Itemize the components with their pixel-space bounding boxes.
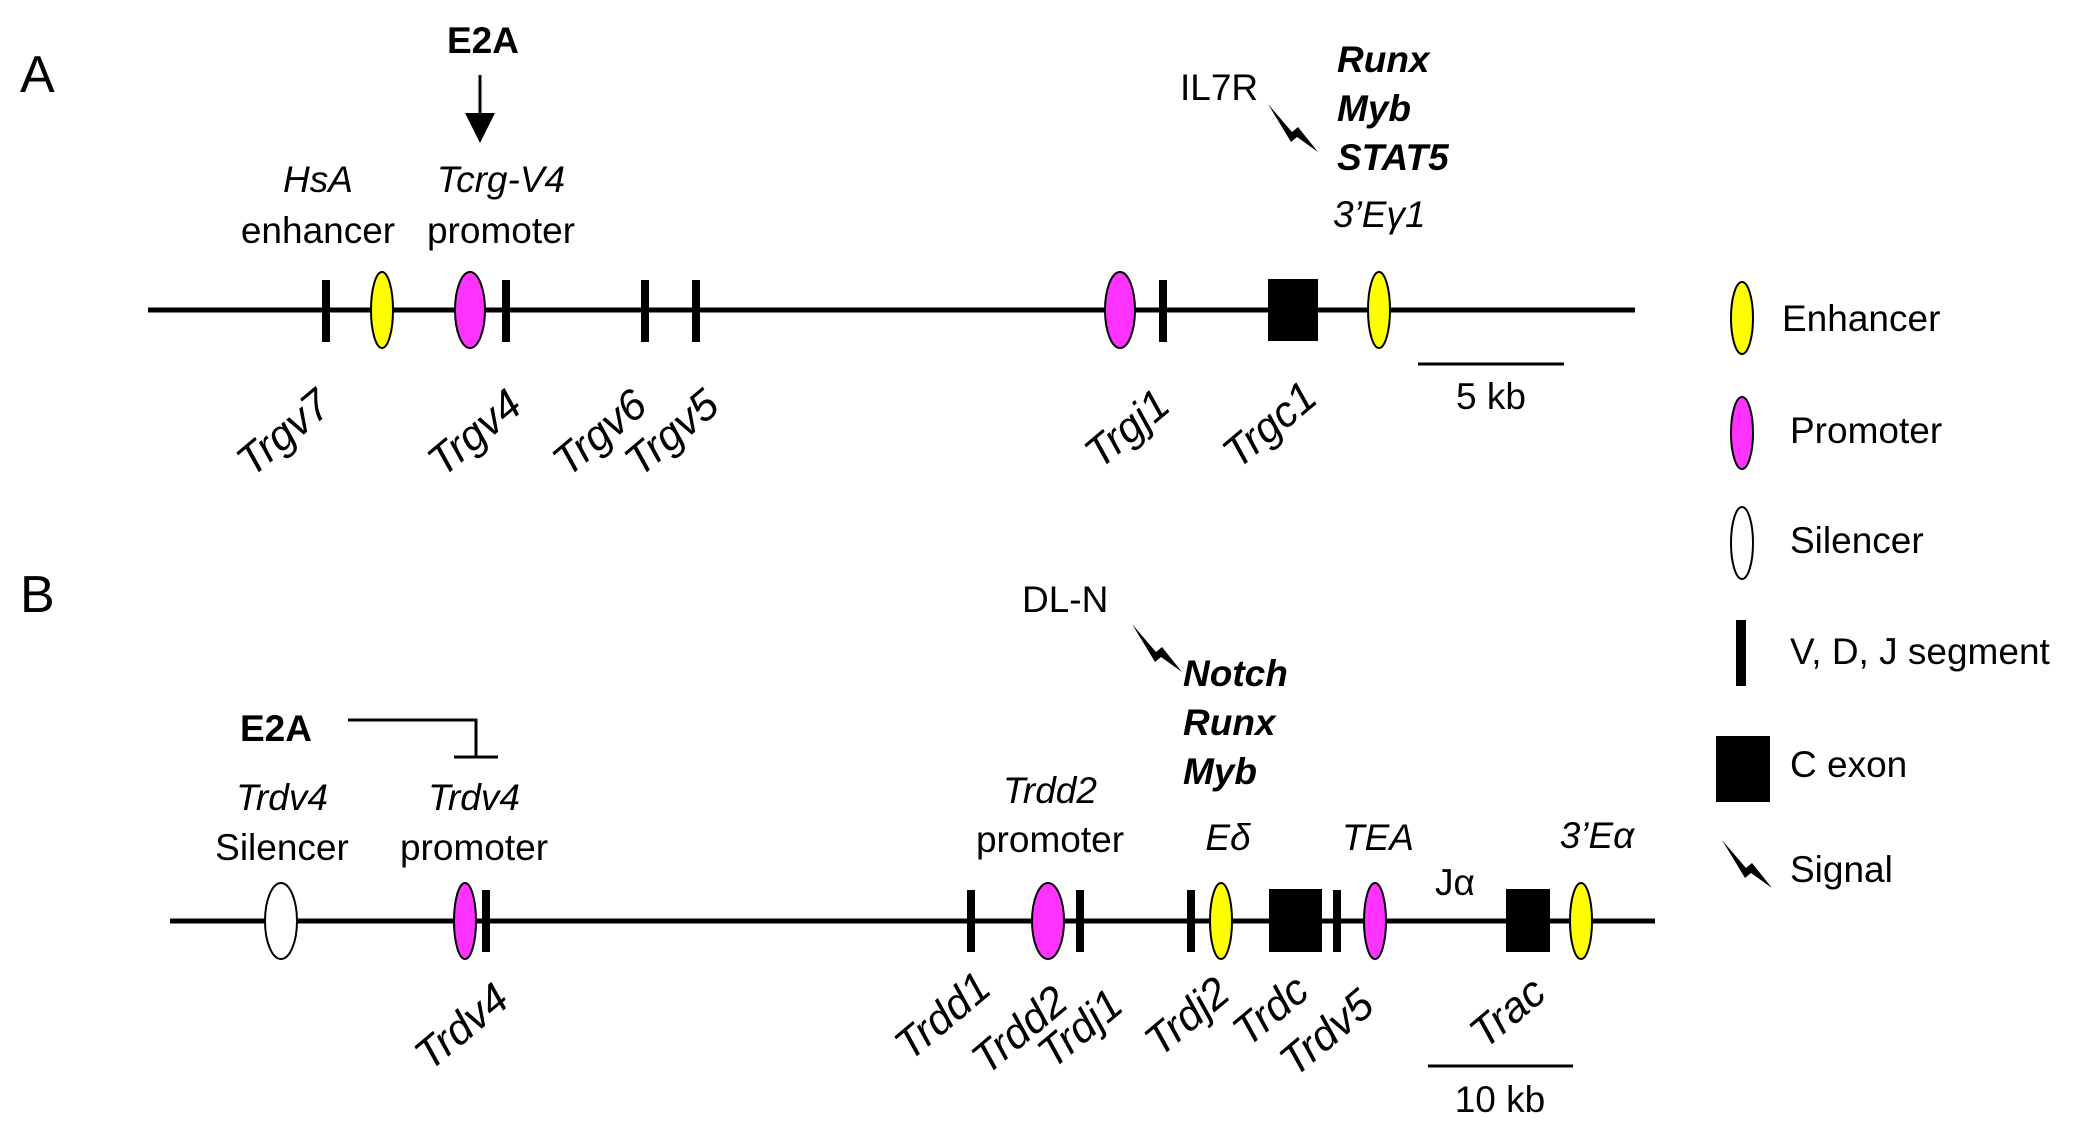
panel-a-gene-trgv7: Trgv7 (228, 379, 342, 486)
panel-b-tea-label: TEA (1342, 817, 1414, 858)
panel-a-3e-gamma1-label: 3’Eγ1 (1333, 194, 1426, 235)
panel-b-segment-trdj1 (1076, 890, 1084, 952)
panel-a-segment-trgv6 (641, 280, 649, 342)
panel-a-segment-trgv5 (692, 280, 700, 342)
legend-enhancer-swatch (1730, 281, 1754, 355)
panel-b-trdv4-silencer (264, 882, 298, 960)
panel-a-gene-trgj1: Trgj1 (1076, 380, 1179, 478)
panel-b-trdv4-promoter (453, 882, 477, 960)
panel-b-tea-promoter (1363, 882, 1387, 960)
panel-a: A E2A HsA enhancer Tcrg-V4 promoter IL7R… (20, 20, 1635, 486)
panel-b-signal-icon (1132, 624, 1182, 672)
panel-a-c-exon-trgc1 (1268, 279, 1318, 341)
panel-b-scale-label: 10 kb (1455, 1079, 1546, 1120)
panel-a-trgj1-promoter (1104, 271, 1136, 349)
panel-a-promoter-word: promoter (427, 210, 575, 251)
legend-promoter-swatch (1730, 396, 1754, 470)
legend-silencer-label: Silencer (1790, 520, 1924, 561)
legend-signal-label: Signal (1790, 849, 1893, 890)
panel-b-segment-trdv4 (482, 890, 490, 952)
panel-a-il7r-label: IL7R (1180, 67, 1258, 108)
panel-b-tf-myb: Myb (1183, 751, 1257, 792)
panel-b-gene-trdv4: Trdv4 (406, 974, 519, 1079)
panel-a-gene-trgv4: Trgv4 (419, 380, 532, 485)
panel-b-trdv4-promoter-gene: Trdv4 (428, 777, 520, 818)
panel-a-hsa-enhancer (370, 271, 394, 349)
panel-b-c-exon-trac (1506, 889, 1550, 952)
panel-a-segment-trgv7 (322, 280, 330, 342)
panel-b-gene-trdj2: Trdj2 (1136, 968, 1240, 1066)
panel-a-letter: A (20, 46, 55, 104)
panel-b: B DL-N Notch Runx Myb E2A Trdv4 Silencer… (20, 566, 1655, 1120)
panel-b-segment-trdj2 (1187, 890, 1195, 952)
panel-a-scale-label: 5 kb (1456, 376, 1526, 417)
panel-b-tf-runx: Runx (1183, 702, 1277, 743)
legend: Enhancer Promoter Silencer V, D, J segme… (1716, 281, 2051, 890)
legend-c-exon-swatch (1716, 736, 1770, 802)
panel-a-segment-trgv4 (502, 280, 510, 342)
legend-silencer-swatch (1730, 506, 1754, 580)
panel-b-trdd2-promoter-word: promoter (976, 819, 1124, 860)
panel-a-tcrg-v4-promoter (454, 271, 486, 349)
panel-b-e2a-inhibition-line (348, 718, 478, 757)
panel-b-dln-label: DL-N (1022, 579, 1108, 620)
panel-a-e2a-label: E2A (447, 20, 519, 61)
panel-b-j-alpha-label: Jα (1435, 862, 1475, 903)
panel-b-e-delta-label: Eδ (1205, 817, 1251, 858)
panel-b-e-delta-enhancer (1209, 882, 1233, 960)
panel-a-tf-runx: Runx (1337, 39, 1431, 80)
legend-promoter-label: Promoter (1790, 410, 1942, 451)
legend-segment-swatch (1736, 620, 1746, 686)
panel-b-segment-trdv5 (1333, 890, 1341, 952)
panel-a-enhancer-word: enhancer (241, 210, 395, 251)
panel-a-segment-trgj1 (1159, 280, 1167, 342)
panel-b-trdv4-promoter-word: promoter (400, 827, 548, 868)
legend-segment-label: V, D, J segment (1790, 631, 2051, 672)
panel-b-3e-alpha-enhancer (1569, 882, 1593, 960)
panel-a-tcrg-v4-label: Tcrg-V4 (437, 159, 565, 200)
panel-a-hsa-label: HsA (283, 159, 353, 200)
legend-c-exon-label: C exon (1790, 744, 1907, 785)
legend-enhancer-label: Enhancer (1782, 298, 1940, 339)
panel-b-trdd2-promoter-gene: Trdd2 (1003, 770, 1097, 811)
panel-a-gene-trgc1: Trgc1 (1214, 372, 1327, 477)
panel-a-signal-icon (1268, 104, 1318, 152)
lightning-bolt-icon (1722, 840, 1772, 888)
panel-b-tf-notch: Notch (1183, 653, 1288, 694)
panel-b-silencer-word: Silencer (215, 827, 349, 868)
panel-b-trdv4-silencer-gene: Trdv4 (236, 777, 328, 818)
panel-b-segment-trdd1 (967, 890, 975, 952)
panel-b-e2a-label: E2A (240, 708, 312, 749)
panel-a-tf-stat5: STAT5 (1337, 137, 1450, 178)
panel-a-tf-myb: Myb (1337, 88, 1411, 129)
panel-b-letter: B (20, 566, 55, 624)
panel-b-trdd2-promoter (1031, 882, 1065, 960)
panel-a-3e-gamma1-enhancer (1367, 271, 1391, 349)
panel-b-gene-trac: Trac (1461, 967, 1556, 1057)
panel-b-3e-alpha-label: 3’Eα (1560, 815, 1635, 856)
panel-b-c-exon-trdc (1269, 889, 1322, 952)
